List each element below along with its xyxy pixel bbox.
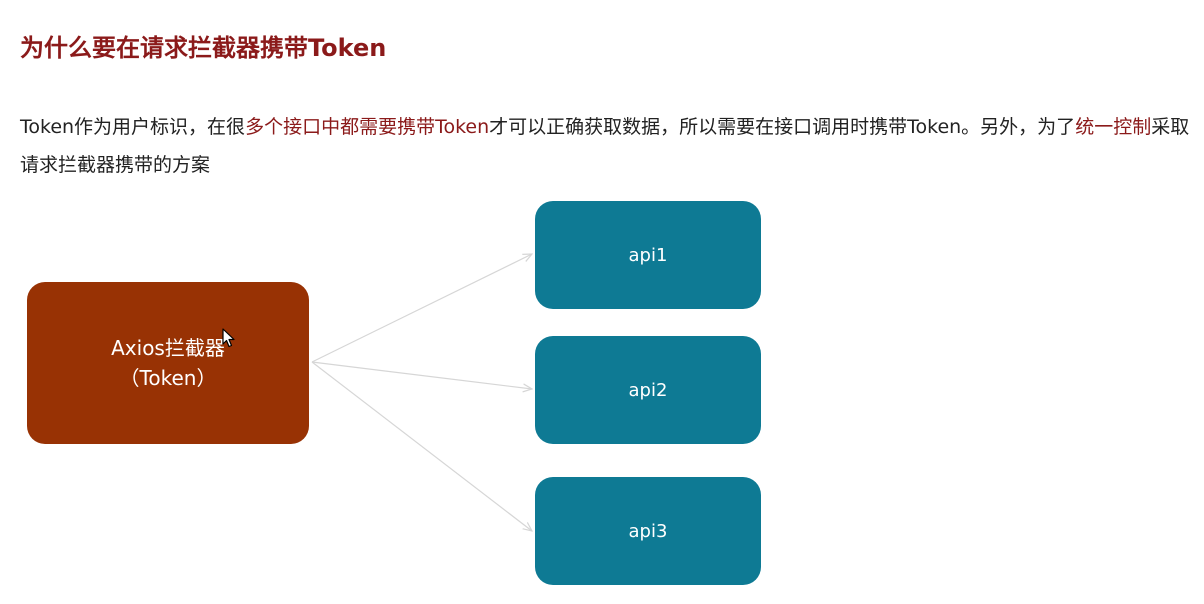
- interceptor-token-label: （Token）: [119, 366, 217, 390]
- paragraph-text-3: 采取请求拦截器携带的方案: [20, 116, 1190, 176]
- api2-box: api2: [535, 336, 761, 444]
- arrow-to-api1: [311, 254, 532, 363]
- paragraph-highlight-2: 统一控制: [1075, 116, 1152, 138]
- description-paragraph: Token作为用户标识，在很多个接口中都需要携带Token才可以正确获取数据，所…: [20, 108, 1190, 184]
- api1-label: api1: [628, 244, 668, 266]
- paragraph-highlight-1: 多个接口中都需要携带Token: [245, 116, 490, 138]
- api3-box: api3: [535, 477, 761, 585]
- paragraph-text-2: 才可以正确获取数据，所以需要在接口调用时携带Token。另外，为了: [489, 116, 1076, 138]
- arrow-to-api2: [311, 361, 532, 389]
- mouse-pointer-icon: [222, 328, 235, 348]
- api1-box: api1: [535, 201, 761, 309]
- slide-title: 为什么要在请求拦截器携带Token: [20, 34, 387, 62]
- interceptor-label: Axios拦截器: [111, 336, 225, 360]
- paragraph-text-1: Token作为用户标识，在很: [20, 116, 246, 138]
- axios-interceptor-box: Axios拦截器 （Token）: [27, 282, 309, 444]
- api3-label: api3: [628, 520, 668, 542]
- arrow-to-api3: [311, 361, 532, 531]
- api2-label: api2: [628, 379, 668, 401]
